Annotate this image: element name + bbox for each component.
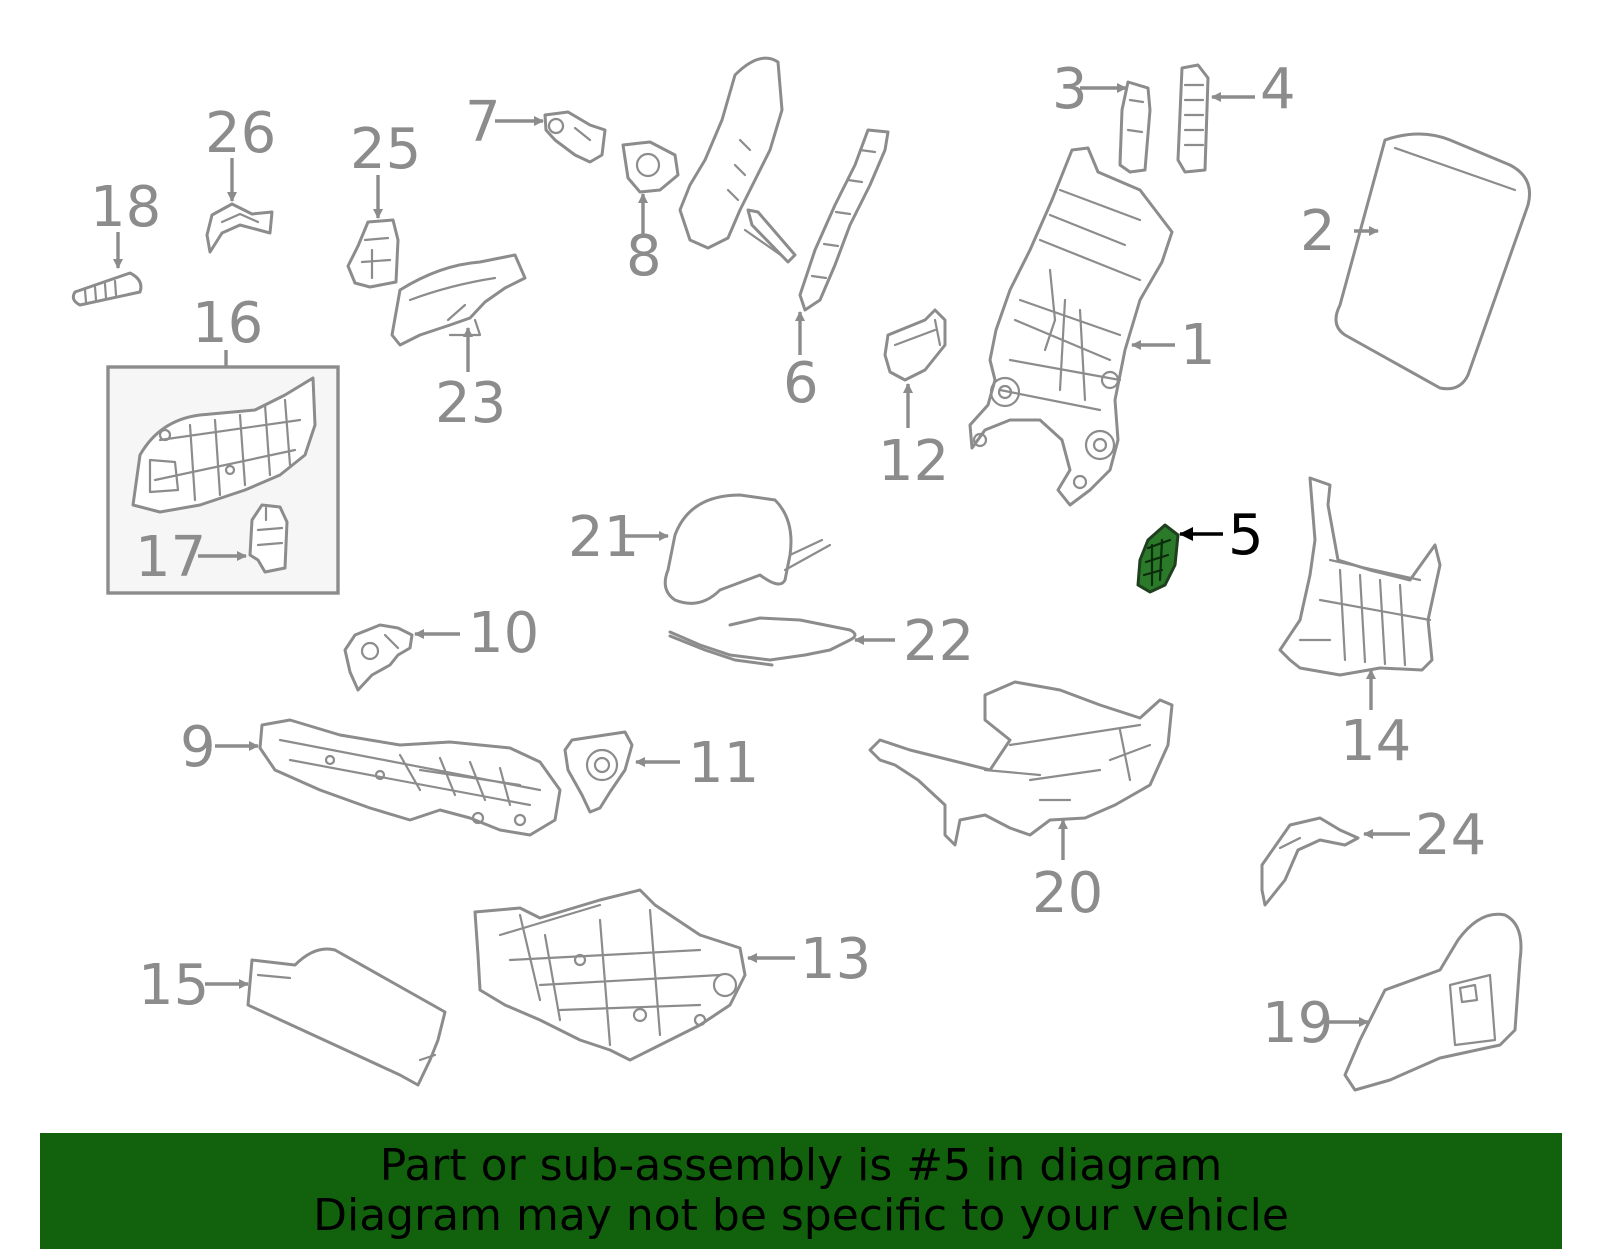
part-20[interactable]: 20 <box>868 680 1174 926</box>
part-25[interactable]: 25 <box>346 117 421 289</box>
callout-20: 20 <box>1032 861 1103 926</box>
part-23[interactable]: 23 <box>390 253 527 436</box>
callout-24: 24 <box>1415 803 1486 868</box>
callout-8: 8 <box>626 224 662 289</box>
part-3[interactable]: 3 <box>1052 57 1152 174</box>
callout-21: 21 <box>568 505 639 570</box>
banner-line-2: Diagram may not be specific to your vehi… <box>313 1190 1289 1241</box>
callout-12: 12 <box>878 429 949 494</box>
callout-3: 3 <box>1052 57 1088 122</box>
part-1[interactable]: 1 <box>968 146 1216 507</box>
callout-25: 25 <box>350 117 421 182</box>
callout-19: 19 <box>1262 991 1333 1056</box>
info-banner: Part or sub-assembly is #5 in diagram Di… <box>40 1133 1562 1249</box>
callout-22: 22 <box>903 609 974 674</box>
part-7[interactable]: 7 <box>465 90 607 164</box>
part-14[interactable]: 14 <box>1278 476 1442 774</box>
part-17[interactable]: 17 <box>135 503 289 590</box>
part-5[interactable]: 5 <box>1136 503 1264 594</box>
part-16[interactable] <box>131 376 317 514</box>
callout-11: 11 <box>688 731 759 796</box>
part-19[interactable]: 19 <box>1262 912 1523 1092</box>
callout-16: 16 <box>192 291 263 356</box>
callout-6: 6 <box>783 351 819 416</box>
part-2[interactable]: 2 <box>1300 132 1531 391</box>
part-4[interactable]: 4 <box>1176 57 1296 174</box>
callout-23: 23 <box>435 371 506 436</box>
callout-13: 13 <box>800 927 871 992</box>
callout-2: 2 <box>1300 199 1336 264</box>
banner-line-1: Part or sub-assembly is #5 in diagram <box>379 1140 1223 1191</box>
callout-7: 7 <box>465 90 501 155</box>
callout-1: 1 <box>1180 313 1216 378</box>
part-12[interactable]: 12 <box>878 308 949 494</box>
part-11[interactable]: 11 <box>563 730 759 814</box>
part-22[interactable]: 22 <box>668 609 974 674</box>
callout-5: 5 <box>1228 503 1264 568</box>
callout-4: 4 <box>1260 57 1296 122</box>
inset-group-16: 16 17 <box>106 291 340 595</box>
part-21[interactable]: 21 <box>568 493 832 605</box>
callout-15: 15 <box>138 953 209 1018</box>
part-26[interactable]: 26 <box>205 101 276 254</box>
part-9[interactable]: 9 <box>180 715 562 837</box>
part-10[interactable]: 10 <box>343 601 539 692</box>
callout-26: 26 <box>205 101 276 166</box>
callout-17: 17 <box>135 525 206 590</box>
callout-18: 18 <box>90 175 161 240</box>
part-8[interactable]: 8 <box>621 140 680 289</box>
part-15[interactable]: 15 <box>138 947 447 1087</box>
part-24[interactable]: 24 <box>1260 803 1486 907</box>
part-18[interactable]: 18 <box>71 175 161 307</box>
part-13[interactable]: 13 <box>473 888 871 1062</box>
callout-14: 14 <box>1340 709 1411 774</box>
seatback-panel[interactable] <box>678 56 797 264</box>
callout-10: 10 <box>468 601 539 666</box>
part-6[interactable]: 6 <box>783 128 890 416</box>
callout-9: 9 <box>180 715 216 780</box>
